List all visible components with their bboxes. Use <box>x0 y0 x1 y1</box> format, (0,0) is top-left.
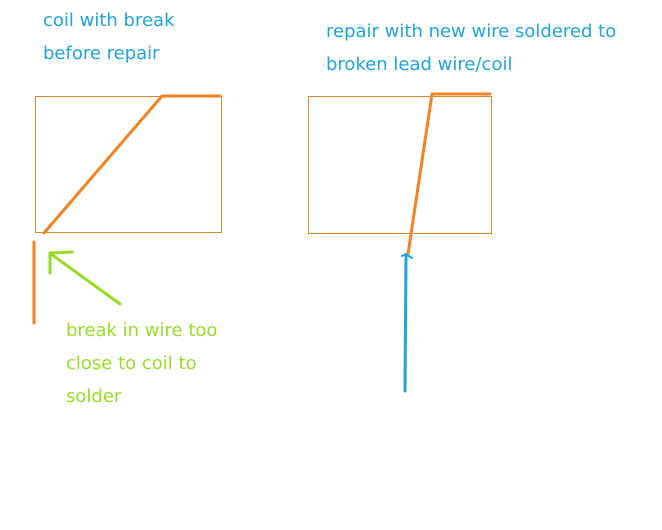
left-coil-group <box>32 94 222 325</box>
break-pointer-arrow <box>48 250 122 306</box>
left-coil-box <box>35 96 222 233</box>
right-lead-wire <box>406 92 492 256</box>
right-caption-line-2: broken lead wire/coil <box>326 54 513 75</box>
left-caption: coil with break before repair <box>43 4 175 70</box>
right-coil-box <box>308 96 492 234</box>
break-annotation-line-3: solder <box>66 386 122 407</box>
left-caption-line-1: coil with break <box>43 10 175 31</box>
left-caption-line-2: before repair <box>43 43 160 64</box>
break-annotation: break in wire too close to coil to solde… <box>66 314 217 413</box>
new-soldered-wire <box>403 254 408 393</box>
solder-joint-mark <box>401 252 413 259</box>
arrow-head-top <box>48 250 74 255</box>
right-coil-group <box>308 92 492 393</box>
arrow-shaft <box>49 252 122 306</box>
break-annotation-line-1: break in wire too <box>66 320 218 341</box>
break-annotation-line-2: close to coil to <box>66 353 197 374</box>
right-caption-line-1: repair with new wire soldered to <box>326 21 617 42</box>
right-caption: repair with new wire soldered to broken … <box>326 15 616 81</box>
left-lead-wire <box>42 94 222 235</box>
